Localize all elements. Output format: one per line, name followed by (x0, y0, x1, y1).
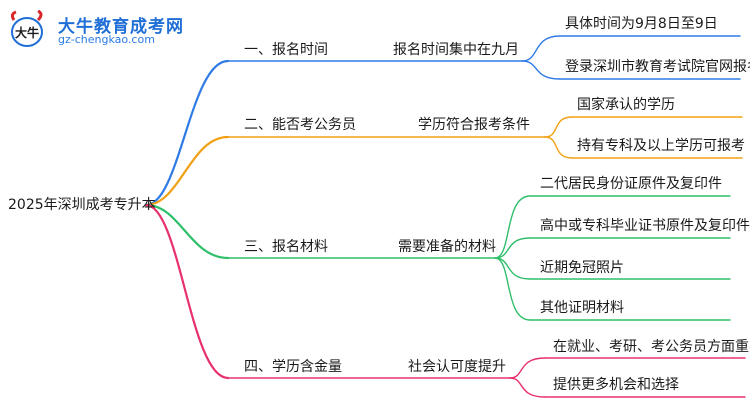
branch-1-summary: 报名时间集中在九月 (393, 42, 519, 58)
branch-1-leaf-1-connector (521, 35, 561, 62)
branch-4-leaf-1-connector (509, 357, 546, 379)
branch-2-curve (144, 135, 230, 207)
branch-4-leaf-1: 在就业、考研、考公务员方面重要 (553, 339, 750, 355)
branch-4-label: 四、学历含金量 (244, 359, 342, 375)
branch-3-leaf-3: 近期免冠照片 (540, 260, 624, 276)
branch-2-leaf-1: 国家承认的学历 (577, 97, 675, 113)
branch-2-leaf-2: 持有专科及以上学历可报考 (577, 138, 745, 154)
branch-4-leaf-2-connector (509, 377, 546, 398)
logo-url: gz-chengkao.com (58, 33, 155, 46)
root-topic: 2025年深圳成考专升本 (8, 197, 156, 213)
bull-logo-icon: 大牛 (10, 10, 43, 47)
logo-mark-text: 大牛 (15, 25, 39, 40)
branch-3-leaf-2: 高中或专科毕业证书原件及复印件 (540, 218, 750, 234)
branch-2-summary: 学历符合报考条件 (418, 117, 530, 133)
branch-3-curve (144, 203, 230, 260)
branch-3-leaf-4: 其他证明材料 (540, 300, 624, 316)
branch-3-summary: 需要准备的材料 (398, 239, 496, 255)
branch-2-label: 二、能否考公务员 (244, 117, 356, 133)
branch-1-label: 一、报名时间 (244, 42, 328, 58)
branch-1-leaf-2: 登录深圳市教育考试院官网报名 (565, 59, 750, 75)
logo-title: 大牛教育成考网 (58, 17, 184, 37)
branch-3-leaf-4-connector (494, 257, 531, 321)
branch-3-leaf-1-connector (494, 195, 531, 259)
branch-3-label: 三、报名材料 (244, 239, 328, 255)
branch-3-leaf-2-connector (494, 237, 531, 259)
branch-4-curve (144, 203, 230, 380)
branch-4-leaf-2: 提供更多机会和选择 (553, 377, 679, 393)
site-logo[interactable]: 大牛 大牛教育成考网 gz-chengkao.com (8, 10, 198, 50)
branch-3-leaf-1: 二代居民身份证原件及复印件 (540, 176, 722, 192)
branch-1-curve (144, 59, 230, 207)
branch-1-leaf-1: 具体时间为9月8日至9日 (565, 16, 718, 32)
branch-4-summary: 社会认可度提升 (408, 359, 506, 375)
branch-2-leaf-2-connector (544, 136, 573, 159)
branch-2-leaf-1-connector (544, 116, 573, 138)
branch-1-leaf-2-connector (521, 60, 561, 80)
